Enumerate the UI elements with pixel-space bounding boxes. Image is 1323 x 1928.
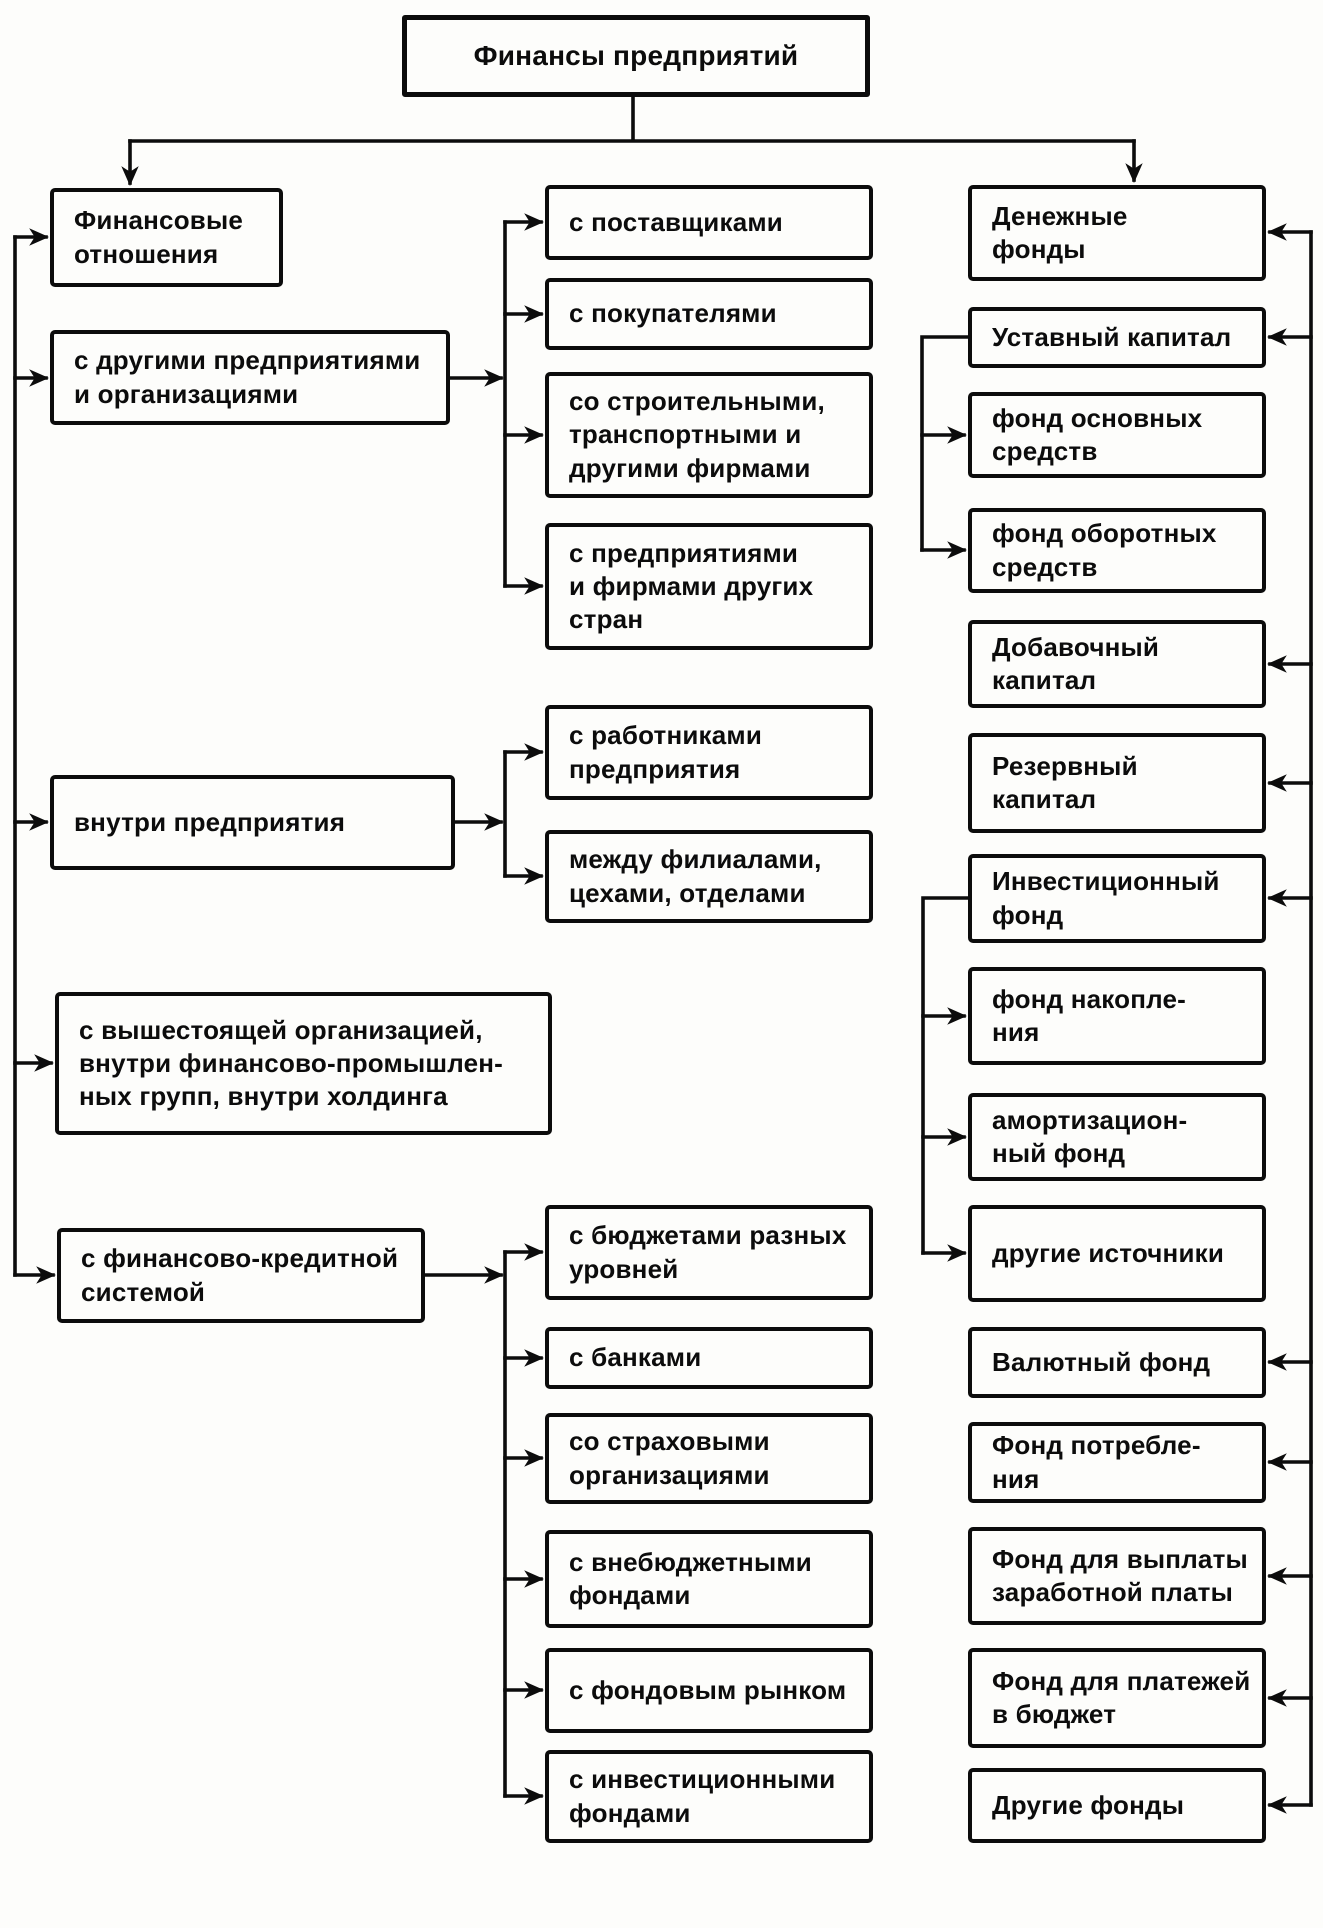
- node-working-capital-fund: фонд оборотных средств: [968, 508, 1266, 593]
- node-authorized-capital: Уставный капитал: [968, 307, 1266, 368]
- node-money-funds: Денежные фонды: [968, 185, 1266, 281]
- node-other-funds: Другие фонды: [968, 1768, 1266, 1843]
- node-with-parent-organization: с вышестоящей организацией, внутри финан…: [55, 992, 552, 1135]
- node-with-employees: с работниками предприятия: [545, 705, 873, 800]
- node-enterprise-finances: Финансы предприятий: [402, 15, 870, 97]
- node-reserve-capital: Резервный капитал: [968, 733, 1266, 833]
- node-with-investment-funds: с инвестиционными фондами: [545, 1750, 873, 1843]
- node-wage-payment-fund: Фонд для выплаты заработной платы: [968, 1527, 1266, 1625]
- wire-bracket-investment-fund: [921, 896, 970, 1255]
- node-additional-capital: Добавочный капитал: [968, 620, 1266, 708]
- node-with-financial-credit-system: с финансово-кредитной системой: [57, 1228, 425, 1323]
- node-with-other-enterprises: с другими предприятиями и организациями: [50, 330, 450, 425]
- node-fixed-assets-fund: фонд основных средств: [968, 392, 1266, 478]
- node-with-construction-firms: со строительными, транспортными и другим…: [545, 372, 873, 498]
- node-budget-payments-fund: Фонд для платежей в бюджет: [968, 1648, 1266, 1748]
- wire-top-tree: [128, 95, 1136, 143]
- node-with-budgets: с бюджетами разных уровней: [545, 1205, 873, 1300]
- node-with-extrabudgetary-funds: с внебюджетными фондами: [545, 1530, 873, 1628]
- node-inside-enterprise: внутри предприятия: [50, 775, 455, 870]
- wire-group: [13, 95, 1313, 1814]
- node-with-banks: с банками: [545, 1327, 873, 1389]
- node-with-stock-market: с фондовым рынком: [545, 1648, 873, 1733]
- node-currency-fund: Валютный фонд: [968, 1327, 1266, 1398]
- wire-bracket-authorized-capital: [920, 335, 970, 552]
- node-consumption-fund: Фонд потребле- ния: [968, 1422, 1266, 1503]
- node-other-sources: другие источники: [968, 1205, 1266, 1302]
- node-investment-fund: Инвестиционный фонд: [968, 854, 1266, 943]
- node-between-branches: между филиалами, цехами, отделами: [545, 830, 873, 923]
- node-with-insurance-orgs: со страховыми организациями: [545, 1413, 873, 1504]
- node-depreciation-fund: амортизацион- ный фонд: [968, 1093, 1266, 1181]
- node-financial-relations: Финансовые отношения: [50, 188, 283, 287]
- node-with-foreign-firms: с предприятиями и фирмами других стран: [545, 523, 873, 650]
- node-accumulation-fund: фонд накопле- ния: [968, 967, 1266, 1065]
- node-with-suppliers: с поставщиками: [545, 185, 873, 260]
- node-with-buyers: с покупателями: [545, 278, 873, 350]
